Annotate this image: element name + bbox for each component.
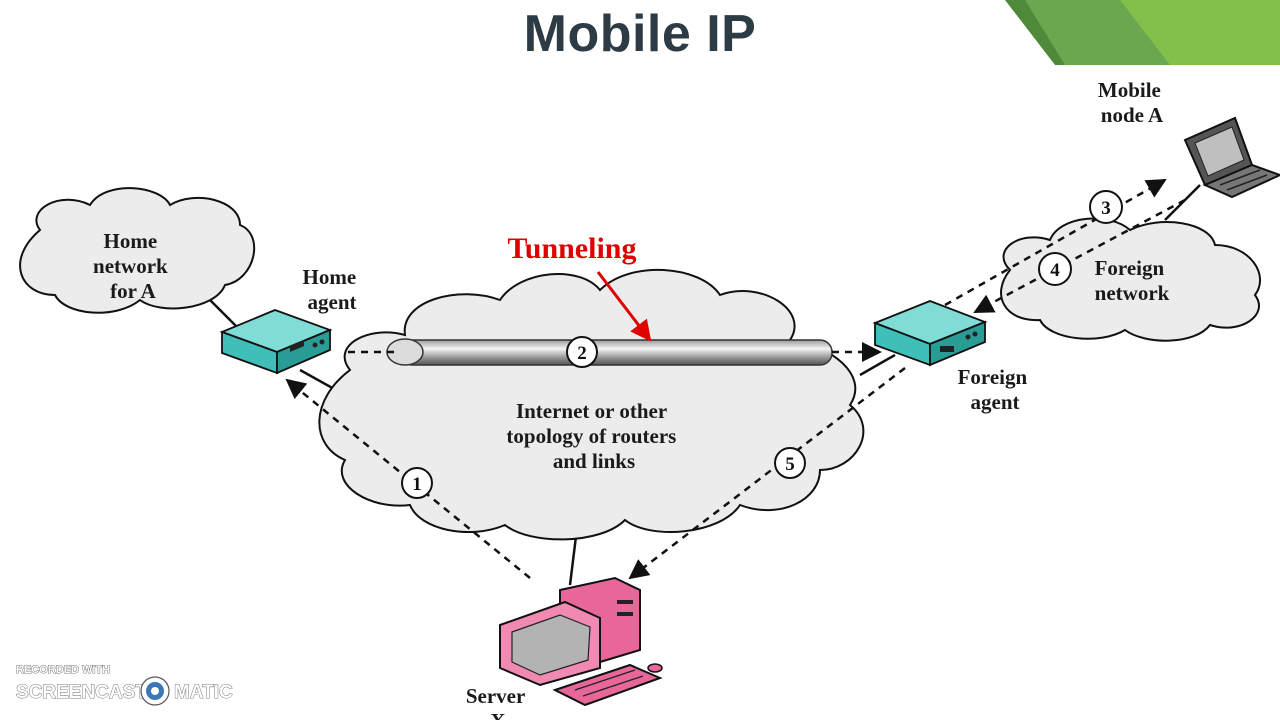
foreign-network-label: Foreign network xyxy=(1095,256,1170,305)
svg-text:RECORDED WITH: RECORDED WITH xyxy=(16,664,110,676)
arrow-step-5 xyxy=(628,367,906,580)
step-marker-1: 1 xyxy=(401,467,433,499)
svg-text:SCREENCAST: SCREENCAST xyxy=(16,682,147,703)
internet-label: Internet or other topology of routers an… xyxy=(506,399,681,473)
home-network-cloud: Home network for A xyxy=(19,187,256,314)
home-agent-router-icon xyxy=(219,309,333,375)
internet-cloud: Internet or other topology of routers an… xyxy=(318,268,865,541)
home-agent-label: Home agent xyxy=(303,265,362,314)
svg-text:2: 2 xyxy=(577,343,587,364)
foreign-network-cloud: Foreign network xyxy=(1000,217,1261,342)
tunneling-pointer xyxy=(596,271,652,342)
step-marker-5: 5 xyxy=(774,447,806,479)
svg-text:3: 3 xyxy=(1101,198,1111,219)
foreign-agent-router-icon xyxy=(872,300,988,367)
svg-text:MATIC: MATIC xyxy=(174,682,233,703)
tunneling-label: Tunneling xyxy=(508,232,637,265)
step-marker-2: 2 xyxy=(566,336,598,368)
tunnel-tube xyxy=(386,338,833,366)
foreign-agent-label: Foreign agent xyxy=(958,365,1033,414)
laptop-icon xyxy=(1183,116,1280,199)
arrow-step-3 xyxy=(944,178,1167,307)
step-marker-3: 3 xyxy=(1089,190,1123,224)
server-label: Server X xyxy=(466,684,530,720)
home-network-label: Home network for A xyxy=(93,229,173,303)
step-marker-4: 4 xyxy=(1038,252,1072,286)
corner-accent xyxy=(1005,0,1280,65)
svg-text:5: 5 xyxy=(785,454,795,475)
mobile-node-label: Mobile node A xyxy=(1098,78,1166,127)
slide-title: Mobile IP xyxy=(523,5,757,63)
svg-text:4: 4 xyxy=(1050,260,1060,281)
svg-text:1: 1 xyxy=(412,474,422,495)
step-markers: 1 2 3 4 5 xyxy=(401,190,1123,499)
server-computer-icon xyxy=(499,576,663,707)
screencast-watermark: RECORDED WITH SCREENCAST MATIC xyxy=(16,664,233,706)
arrow-step-4 xyxy=(973,198,1186,314)
